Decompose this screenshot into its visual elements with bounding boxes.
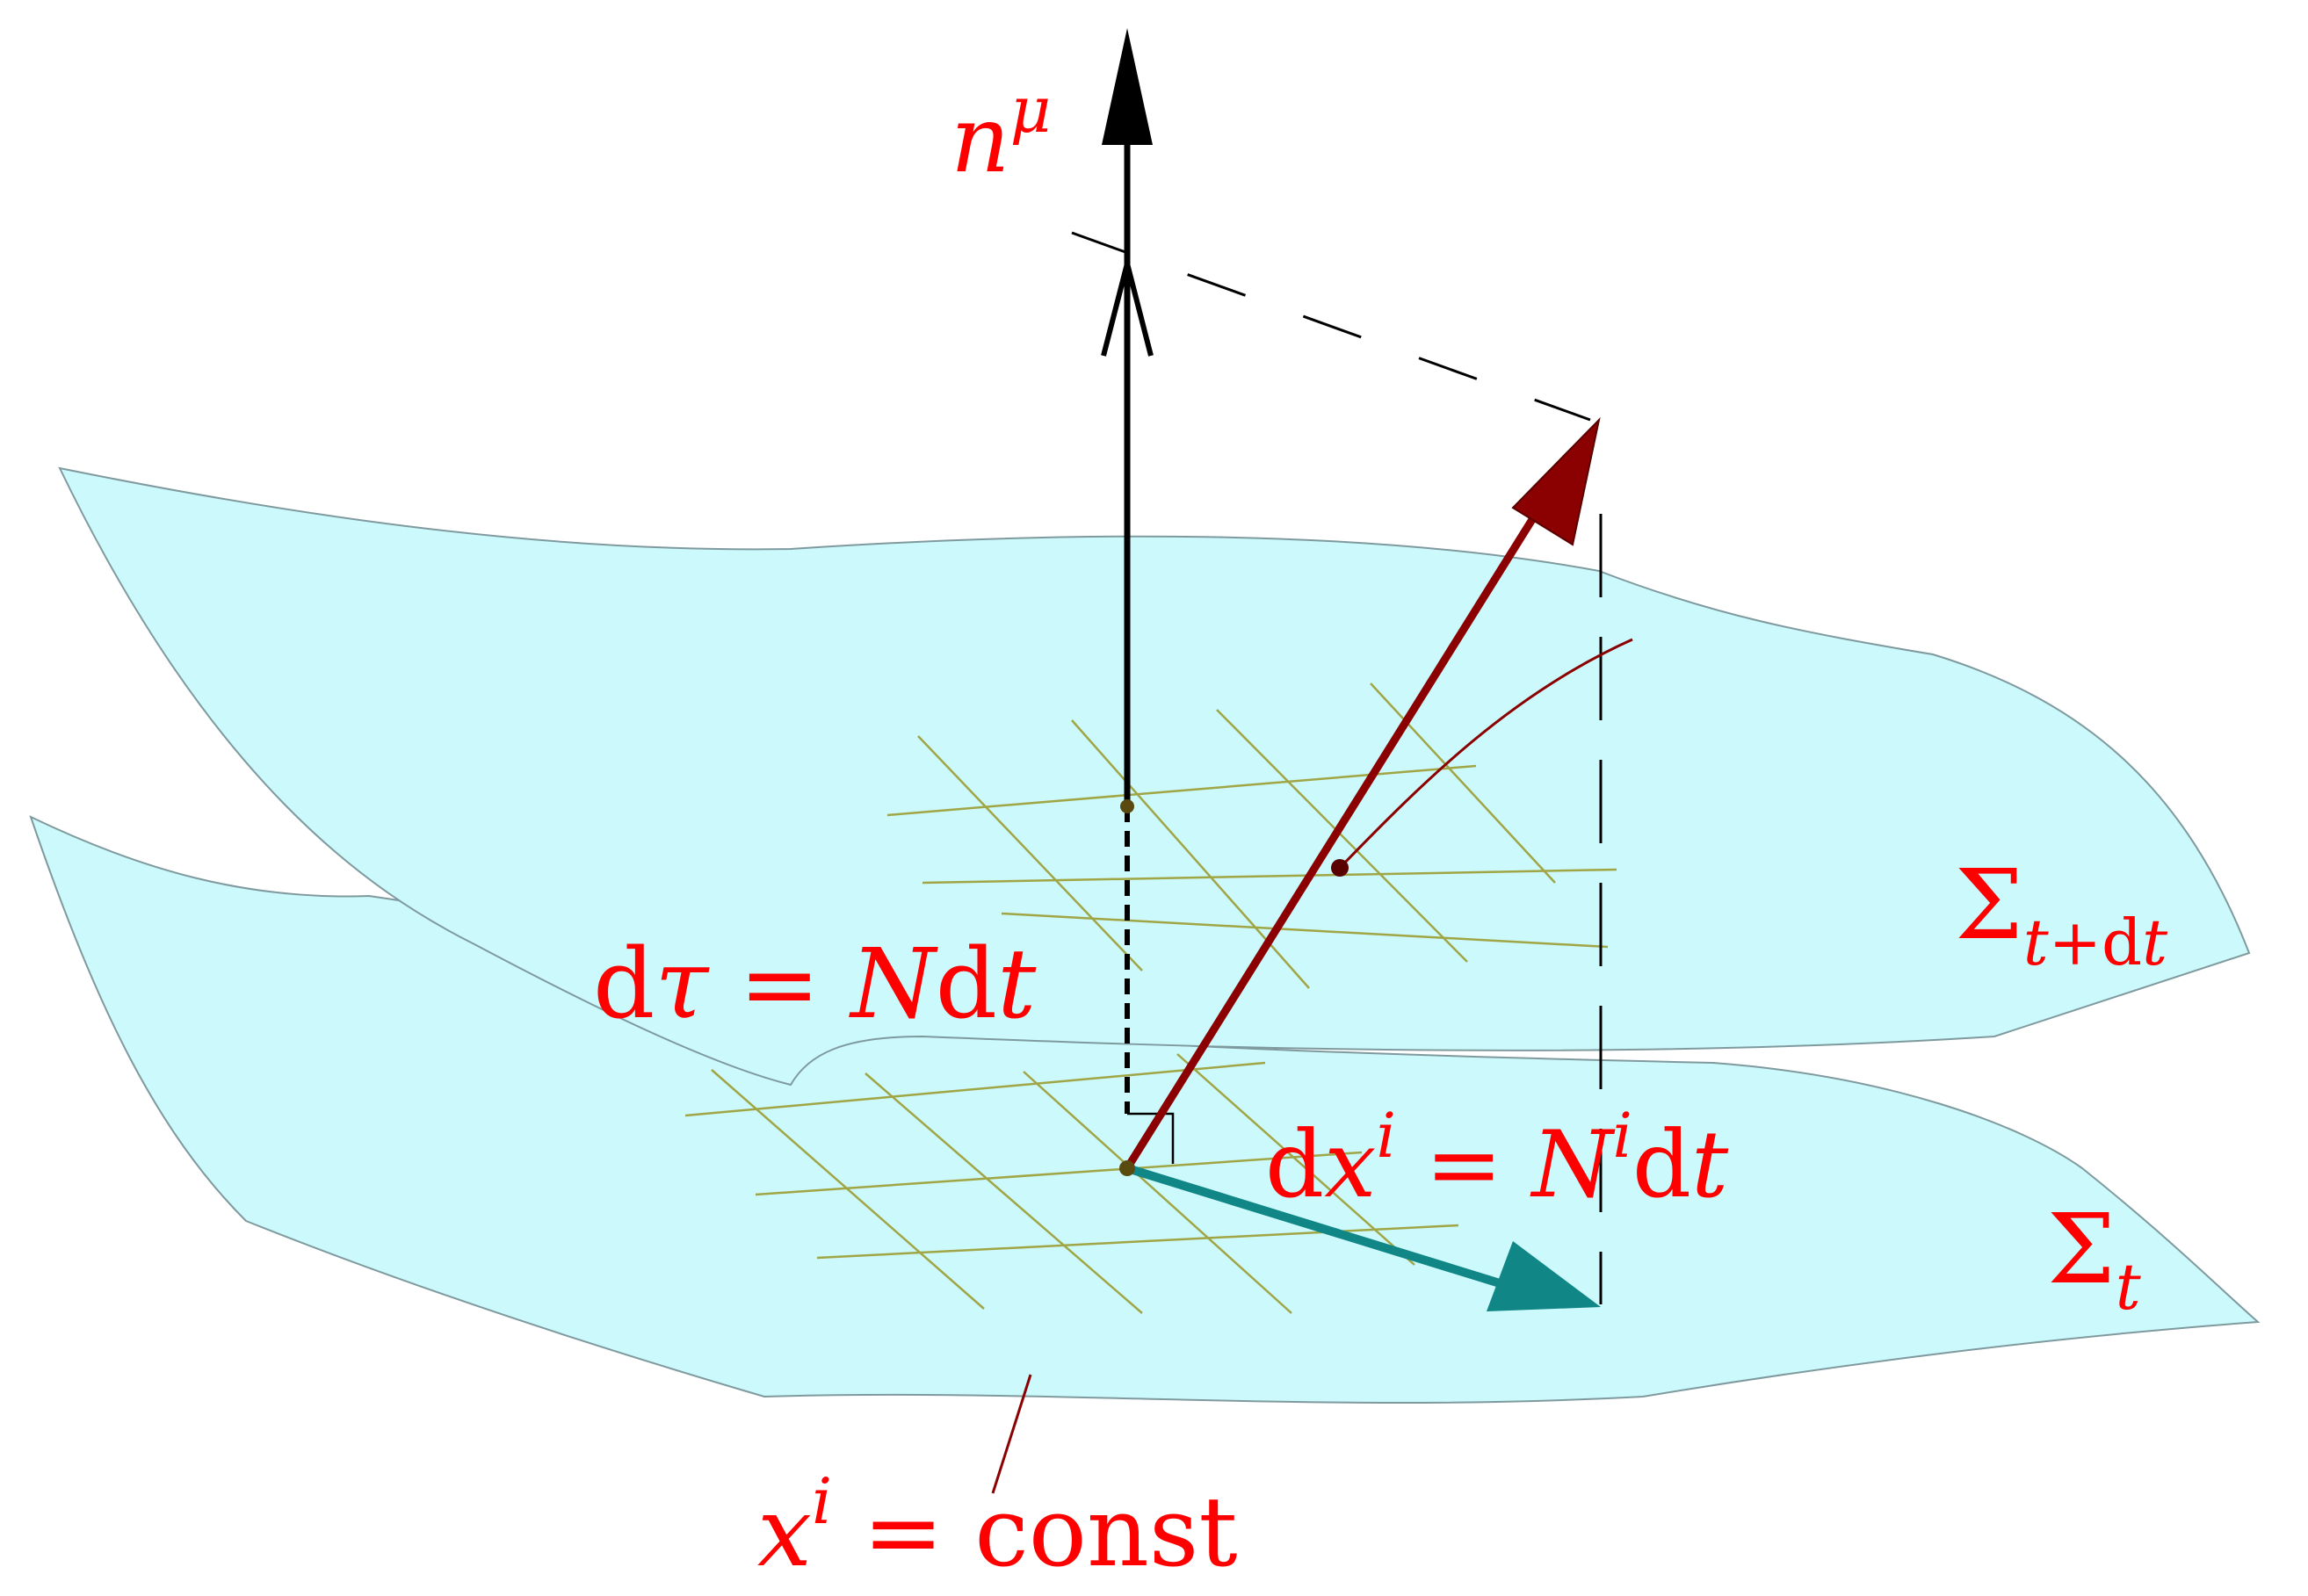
grid-lower bbox=[684, 1053, 1459, 1314]
label-shift: dxi = Nidt bbox=[1265, 1100, 1729, 1218]
label-sigma-t-plus-dt: Σt+dt bbox=[1955, 849, 2168, 979]
parallelogram-dashed-line bbox=[1071, 231, 1591, 422]
label-normal: nμ bbox=[951, 73, 1051, 193]
right-angle-marker bbox=[1127, 1112, 1175, 1164]
label-sigma-t: Σt bbox=[2047, 1193, 2142, 1324]
shift-vector-shaft bbox=[1125, 1164, 1513, 1291]
normal-vector-arrowhead bbox=[1102, 28, 1153, 145]
surface-sigma-t-plus-dt bbox=[58, 466, 2251, 1087]
coordinate-worldline-upper bbox=[1338, 638, 1633, 870]
time-vector-shaft bbox=[1124, 511, 1539, 1171]
intersection-point bbox=[1331, 859, 1349, 877]
time-vector-arrowhead bbox=[1511, 416, 1601, 546]
shift-vector-arrowhead bbox=[1487, 1241, 1601, 1311]
coordinate-worldline bbox=[991, 1374, 1032, 1494]
event-point-upper bbox=[1120, 799, 1134, 813]
normal-vector-mid-chevron bbox=[1101, 263, 1154, 357]
event-point-lower bbox=[1119, 1160, 1135, 1176]
label-lapse: dτ = Ndt bbox=[593, 928, 1037, 1040]
label-coordinate-line: xi = const bbox=[757, 1464, 1238, 1588]
